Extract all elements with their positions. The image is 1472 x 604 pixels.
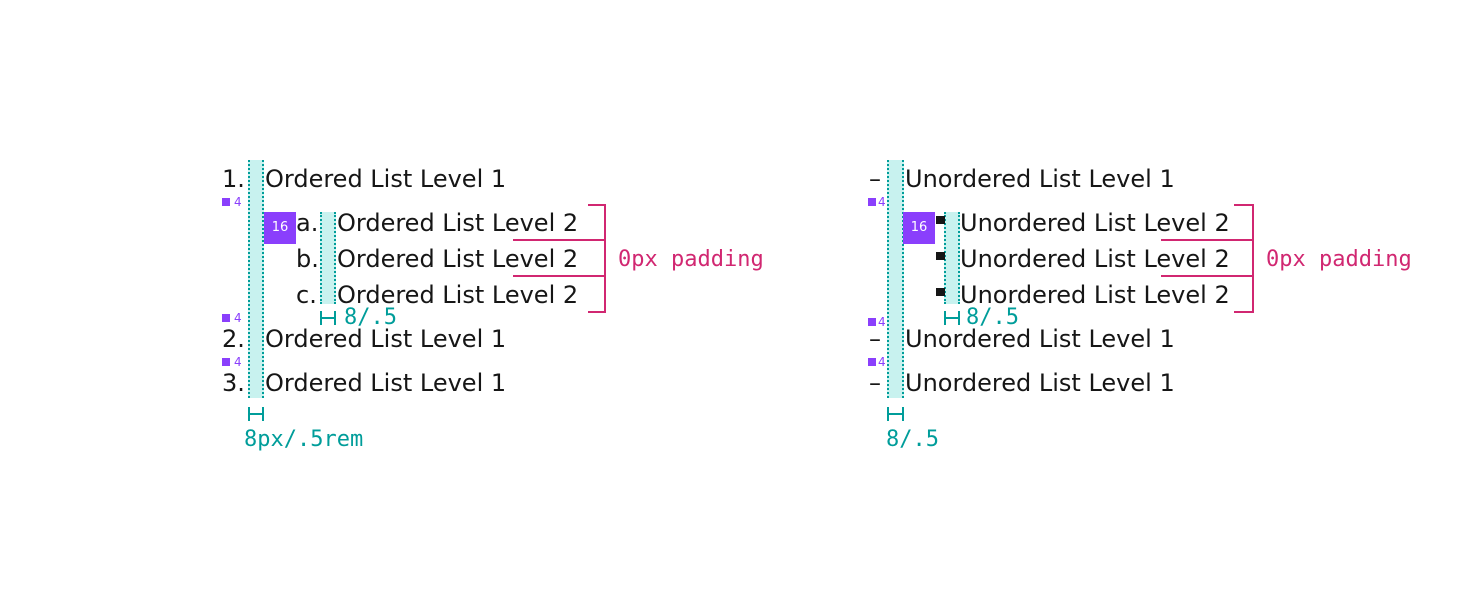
padding-bracket-divider [513,275,606,277]
padding-label: 0px padding [618,247,764,272]
padding-bracket-bottom [1234,311,1254,313]
padding-bracket-bottom [588,311,606,313]
ordered-level2-marker: c. [296,281,317,309]
unordered-level1-gap-highlight [887,160,904,398]
spacing-4-marker [222,314,230,322]
spacing-4-label: 4 [234,355,242,369]
outer-gap-label: 8/.5 [886,427,939,452]
spacing-4-marker [868,358,876,366]
ordered-level2-item: Ordered List Level 2 [337,209,579,237]
outer-gap-measure [248,407,264,421]
ordered-level2-marker: a. [296,209,319,237]
square-bullet-icon [936,252,945,260]
unordered-level2-item: Unordered List Level 2 [960,209,1230,237]
outer-gap-measure [887,407,904,421]
square-bullet-icon [936,216,945,224]
padding-label: 0px padding [1266,247,1412,272]
inner-gap-measure [944,311,960,325]
unordered-level2-item: Unordered List Level 2 [960,245,1230,273]
spacing-4-label: 4 [234,311,242,325]
indent-16-badge: 16 [264,212,296,244]
padding-bracket-divider [1161,239,1254,241]
inner-gap-label: 8/.5 [966,305,1019,330]
ordered-level1-item: Ordered List Level 1 [265,369,507,397]
unordered-level1-marker: – [869,165,881,193]
spacing-4-label: 4 [878,355,886,369]
unordered-level2-item: Unordered List Level 2 [960,281,1230,309]
padding-bracket-top [1234,204,1254,206]
inner-gap-measure [320,311,336,325]
spacing-4-label: 4 [878,315,886,329]
ordered-level2-item: Ordered List Level 2 [337,245,579,273]
unordered-level1-item: Unordered List Level 1 [905,325,1175,353]
padding-bracket-side [1252,204,1254,313]
unordered-level1-marker: – [869,325,881,353]
spacing-4-label: 4 [234,195,242,209]
inner-gap-label: 8/.5 [344,305,397,330]
spacing-4-marker [222,358,230,366]
padding-bracket-divider [513,239,606,241]
ordered-level1-marker: 1. [222,165,245,193]
unordered-level1-marker: – [869,369,881,397]
ordered-level2-marker: b. [296,245,319,273]
unordered-level1-item: Unordered List Level 1 [905,165,1175,193]
indent-16-badge: 16 [903,212,935,244]
ordered-level1-item: Ordered List Level 1 [265,325,507,353]
ordered-level2-gap-highlight [320,212,336,304]
spacing-4-marker [868,318,876,326]
ordered-level1-marker: 3. [222,369,245,397]
unordered-level1-item: Unordered List Level 1 [905,369,1175,397]
spacing-4-marker [868,198,876,206]
spacing-4-label: 4 [878,195,886,209]
padding-bracket-side [604,204,606,313]
spacing-4-marker [222,198,230,206]
ordered-level1-marker: 2. [222,325,245,353]
ordered-level2-item: Ordered List Level 2 [337,281,579,309]
ordered-level1-item: Ordered List Level 1 [265,165,507,193]
outer-gap-label: 8px/.5rem [244,427,364,452]
ordered-level1-gap-highlight [248,160,264,398]
padding-bracket-divider [1161,275,1254,277]
unordered-level2-gap-highlight [944,212,960,304]
padding-bracket-top [588,204,606,206]
square-bullet-icon [936,288,945,296]
